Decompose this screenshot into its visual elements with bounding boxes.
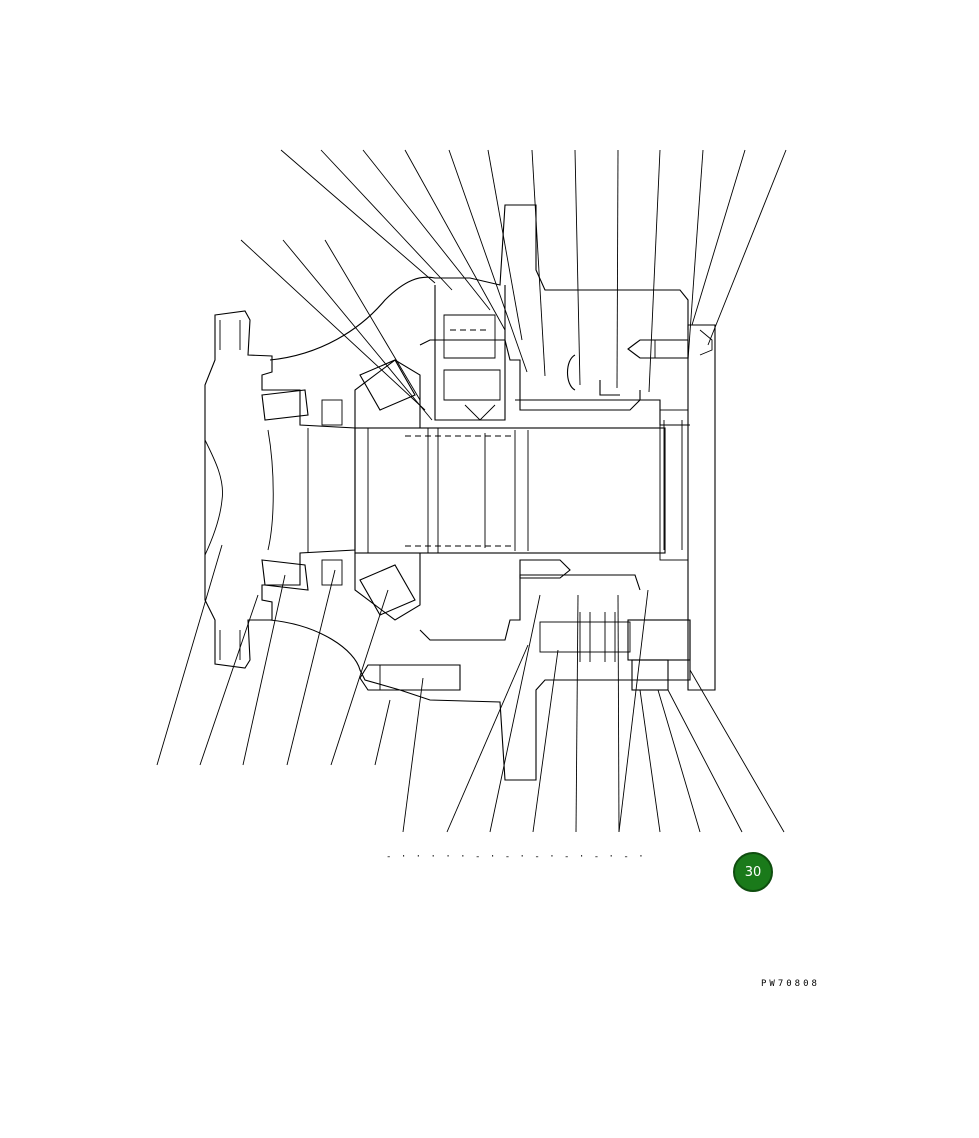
leader-lines-bottom bbox=[156, 544, 785, 833]
hub-flange bbox=[204, 310, 356, 669]
page-number-badge[interactable]: 30 bbox=[733, 852, 773, 892]
callout-marker-row: - · · · · · - · - · - · - · - · - · bbox=[386, 852, 646, 862]
drawing-code: PW70808 bbox=[761, 979, 820, 989]
tapered-bearings bbox=[261, 359, 416, 616]
lower-housing bbox=[269, 552, 691, 781]
leader-lines-top bbox=[240, 149, 787, 421]
end-plate bbox=[627, 324, 716, 691]
central-shaft bbox=[307, 409, 689, 561]
